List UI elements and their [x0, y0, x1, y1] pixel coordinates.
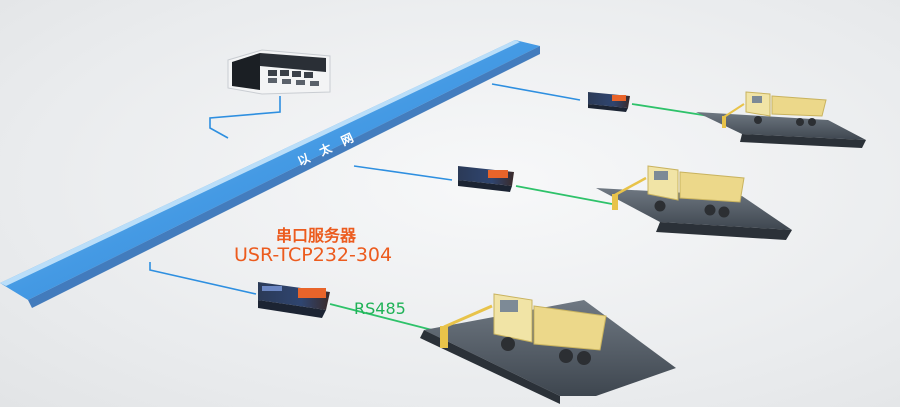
- weighbridge-icon: [420, 300, 676, 404]
- ethernet-backbone: [0, 40, 540, 308]
- barrier-gate-icon: [440, 304, 493, 348]
- serial-server-device-icon: [458, 166, 514, 192]
- dump-truck-icon: [745, 91, 827, 126]
- dump-truck-icon: [493, 293, 607, 365]
- ethernet-cables: [149, 83, 581, 295]
- weighbridge-icon: [696, 112, 866, 148]
- barrier-gate-icon: [612, 176, 647, 210]
- weighbridge-icon: [596, 188, 792, 240]
- serial-server-device-icon: [588, 92, 630, 112]
- serial-server-device-icon: [258, 282, 330, 318]
- serial-server-title: 串口服务器: [276, 226, 357, 245]
- serial-server-model: USR-TCP232-304: [234, 244, 393, 266]
- control-room-icon: [227, 49, 331, 95]
- rs485-label: RS485: [354, 299, 406, 318]
- barrier-gate-icon: [722, 103, 745, 128]
- dump-truck-icon: [647, 165, 745, 218]
